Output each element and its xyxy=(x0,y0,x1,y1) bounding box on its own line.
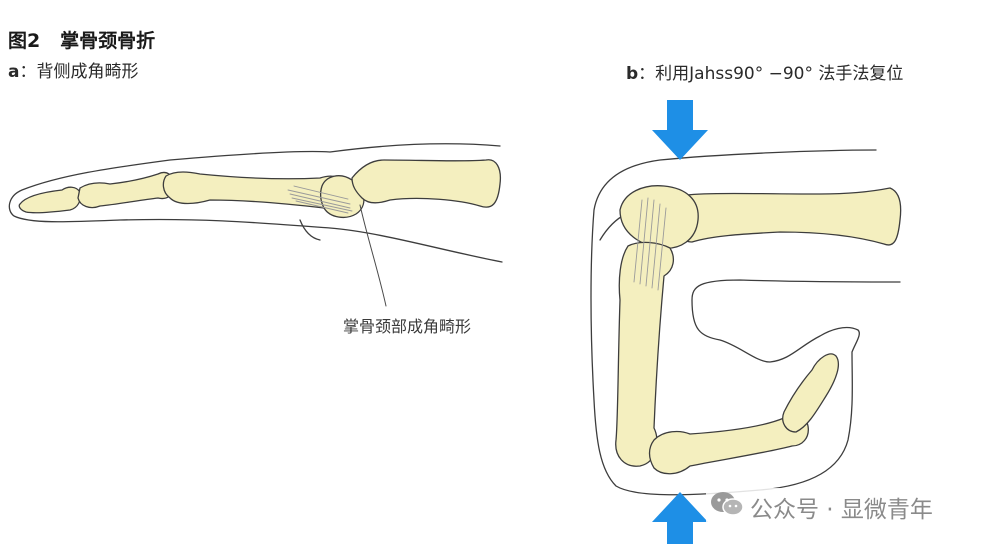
panel-b-finger xyxy=(591,150,901,495)
distal-phalanx-b xyxy=(783,354,839,432)
middle-phalanx xyxy=(78,173,174,208)
distal-phalanx xyxy=(19,187,80,213)
callout-leader xyxy=(360,205,386,306)
panel-a-finger xyxy=(9,144,502,306)
proximal-phalanx-b xyxy=(616,242,674,466)
arrow-up-icon xyxy=(652,492,708,544)
proximal-phalanx xyxy=(163,172,346,208)
arrow-down-icon xyxy=(652,100,708,160)
watermark: 公众号 · 显微青年 xyxy=(706,488,937,526)
metacarpal-b xyxy=(674,188,901,245)
metacarpal-shaft xyxy=(352,160,500,207)
wechat-icon xyxy=(710,491,744,523)
watermark-text: 公众号 · 显微青年 xyxy=(750,490,933,524)
